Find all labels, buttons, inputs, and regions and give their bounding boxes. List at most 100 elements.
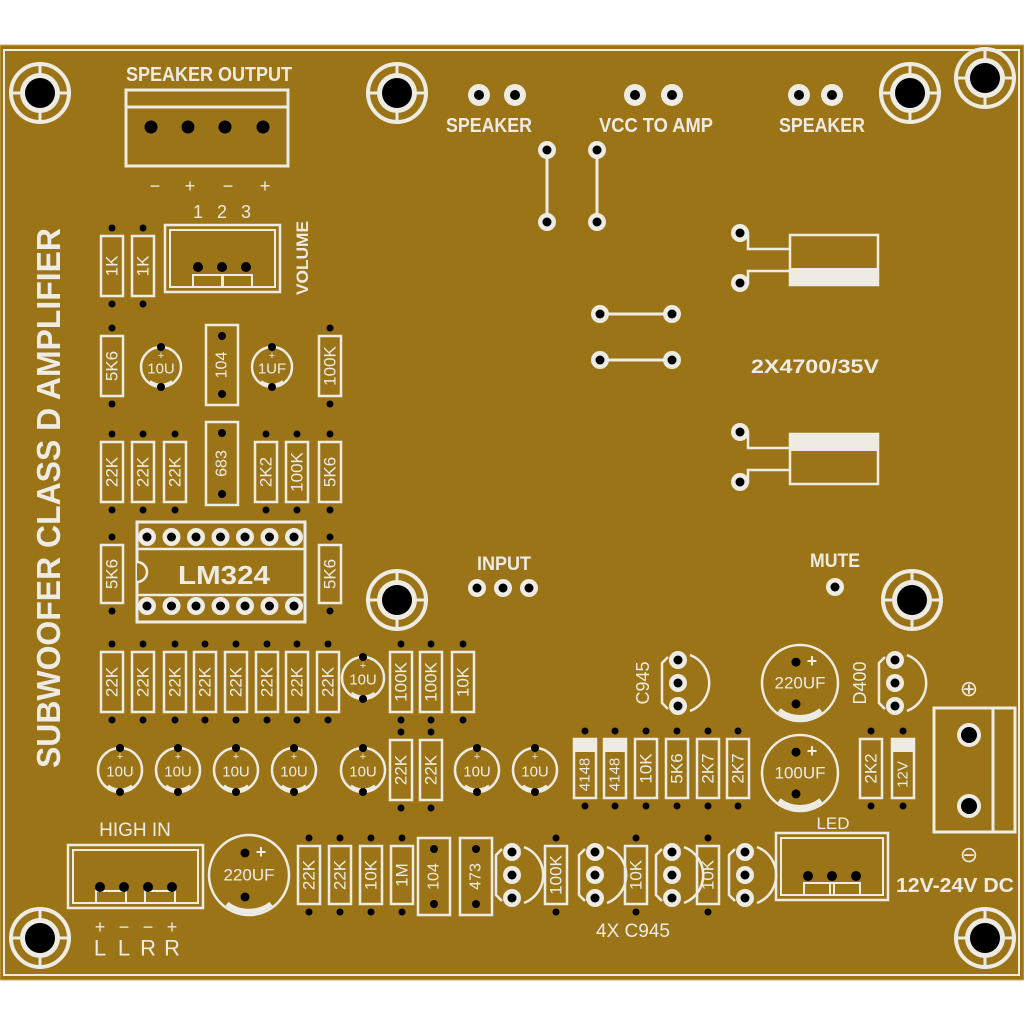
resistor-body <box>317 543 343 605</box>
electrolytic-capacitor: +10U <box>139 343 183 391</box>
capacitor-polarity-arc <box>777 708 823 720</box>
transistor-outline <box>727 848 736 902</box>
component-value: 10K <box>454 666 473 697</box>
transistor <box>494 843 545 907</box>
hole-drill <box>897 585 927 615</box>
pad-hole <box>630 90 640 100</box>
main-filter-capacitor <box>731 423 880 491</box>
led-connector <box>774 831 890 902</box>
pad-hole <box>263 716 271 724</box>
pad-hole <box>581 727 589 735</box>
pad-hole <box>108 506 116 514</box>
resistor-body <box>725 737 751 800</box>
component-value: 10U <box>463 764 491 781</box>
channel-label: R <box>140 936 156 961</box>
capacitor-body <box>458 836 494 917</box>
q-driver-label: C945 <box>633 661 653 704</box>
led-label: LED <box>816 814 849 833</box>
pad-hole <box>108 224 116 232</box>
pad-hole <box>324 640 332 648</box>
component-value: 22K <box>331 859 350 890</box>
transistor-outline <box>577 848 586 902</box>
pad-hole <box>735 477 745 487</box>
polarity-label: + <box>95 917 106 937</box>
component-value: 22K <box>258 666 277 697</box>
resistor-body <box>192 650 218 714</box>
pad-hole <box>171 716 179 724</box>
ceramic-capacitor: 104 <box>416 836 452 917</box>
component-value: 22K <box>103 666 122 697</box>
pad-hole <box>611 727 619 735</box>
pad-hole <box>289 601 299 611</box>
pad-hole <box>139 640 147 648</box>
resistor-body <box>99 234 125 298</box>
mounting-hole <box>9 907 71 969</box>
pad-hole <box>265 601 274 611</box>
power-plus-label: ⊕ <box>960 676 978 701</box>
component-value: 104 <box>426 863 443 890</box>
pad-hole <box>116 788 124 796</box>
hole-drill <box>895 78 925 108</box>
pad-hole <box>263 640 271 648</box>
pad-hole <box>961 798 977 814</box>
resistor-body <box>253 440 279 504</box>
component-value: 10U <box>222 764 250 781</box>
pad-hole <box>524 583 534 593</box>
resistor-body <box>223 650 249 714</box>
mounting-hole <box>9 62 71 124</box>
component-value: 22K <box>166 456 185 487</box>
component-value: 22K <box>319 666 338 697</box>
component-value: 22K <box>288 666 307 697</box>
pad-hole <box>791 657 801 667</box>
resistor-body <box>664 737 690 800</box>
plus-mark: + <box>360 660 366 672</box>
resistor: 22K <box>99 640 125 724</box>
pad-hole <box>157 343 165 351</box>
pad-hole <box>262 430 270 438</box>
component-value: 10U <box>106 764 134 781</box>
pad-hole <box>667 893 677 903</box>
cathode-stripe <box>892 739 914 752</box>
resistor-body <box>99 440 125 504</box>
pad-hole <box>427 640 435 648</box>
pad-hole <box>472 583 482 593</box>
pad-hole <box>867 802 875 810</box>
pad-hole <box>791 699 801 709</box>
resistor: 2K2 <box>253 430 279 514</box>
connector-key <box>803 882 861 895</box>
resistor: 22K <box>388 728 414 812</box>
component-value: 5K6 <box>668 753 687 783</box>
diode: 12V <box>890 727 916 810</box>
transistor-outline <box>877 656 886 710</box>
resistor-body <box>130 440 156 504</box>
pad-hole <box>139 430 147 438</box>
pad-hole <box>108 400 116 408</box>
pad-hole <box>191 601 201 611</box>
component-value: 220UF <box>223 866 274 885</box>
pad-hole <box>359 695 367 703</box>
resistor: 1M <box>389 834 415 916</box>
pad-hole <box>326 506 334 514</box>
plus-mark: + <box>117 751 123 763</box>
speaker-right-label: SPEAKER <box>779 115 865 137</box>
pad-hole <box>201 716 209 724</box>
pad-hole <box>673 678 683 688</box>
component-value: 4148 <box>607 758 624 791</box>
pad-hole <box>305 834 313 842</box>
capacitor-body <box>416 836 452 917</box>
volume-pin-label: 2 <box>217 202 227 222</box>
pad-hole <box>595 309 605 319</box>
pad-hole <box>472 900 480 908</box>
transistor <box>660 651 711 715</box>
pad-hole <box>116 744 124 752</box>
ceramic-capacitor: 473 <box>458 836 494 917</box>
volume-label: VOLUME <box>293 221 312 295</box>
diode: 4148 <box>602 727 628 810</box>
pad-hole <box>139 506 147 514</box>
pad-hole <box>359 653 367 661</box>
pad-hole <box>531 788 539 796</box>
pad-hole <box>240 892 250 902</box>
pad-hole <box>642 727 650 735</box>
pad-hole <box>827 871 837 881</box>
connector-key <box>95 890 176 903</box>
